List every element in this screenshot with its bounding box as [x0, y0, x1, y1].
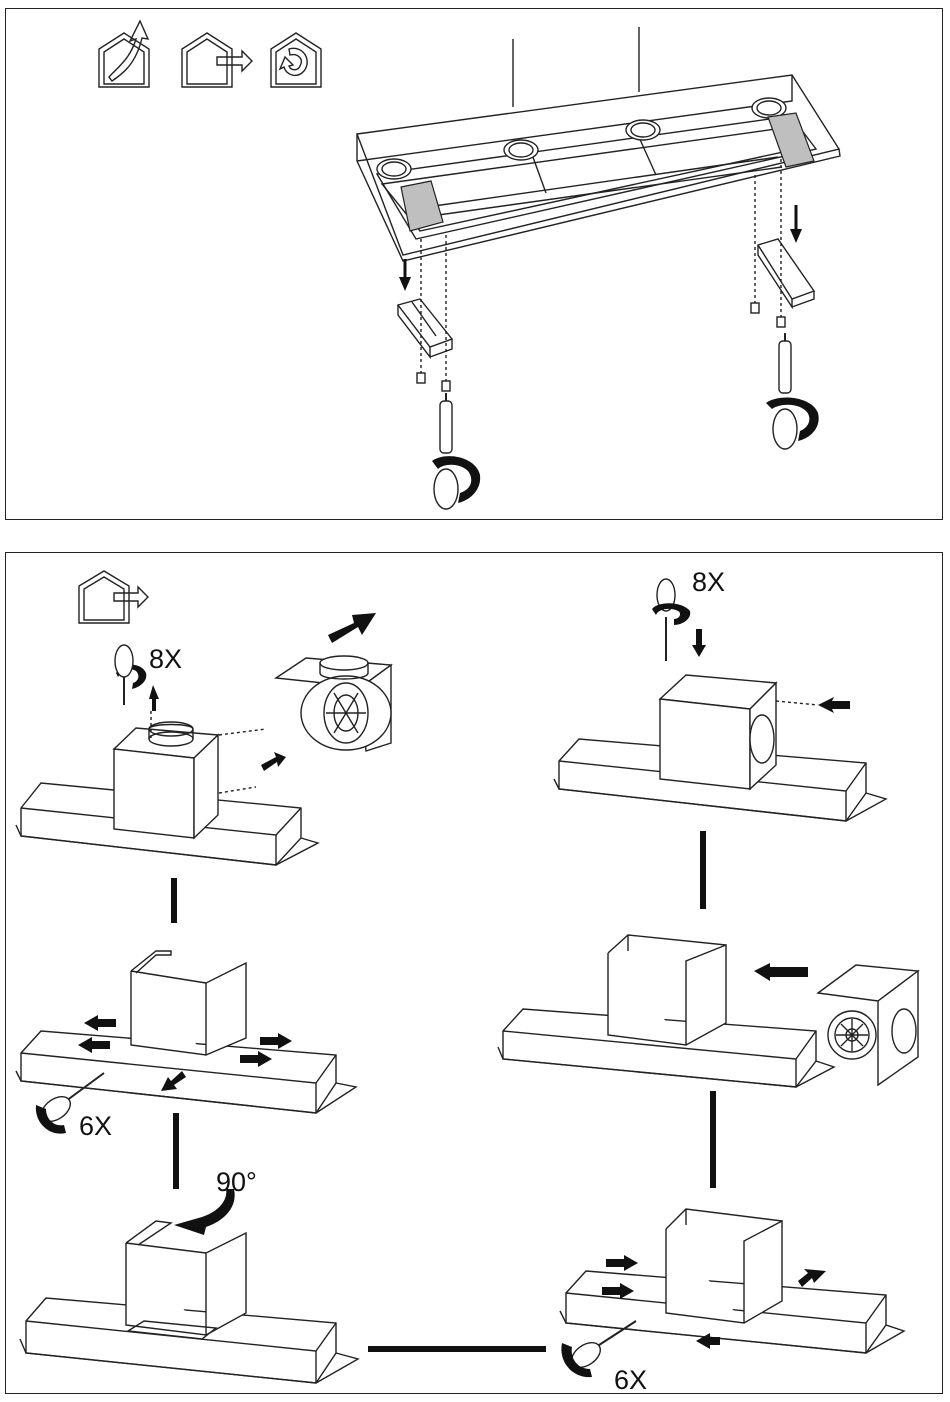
step2-hood-open-box: [16, 951, 356, 1134]
hood-ceiling-mount-diagram: [6, 9, 944, 521]
rotation-angle-label: 90°: [216, 1169, 257, 1196]
motor-installation-diagram: [6, 553, 944, 1395]
bottom-instruction-panel: 8X 6X 90° 6X 8X: [5, 552, 943, 1394]
house-exhaust-icon: [99, 21, 149, 87]
left-mounting-bracket: [398, 235, 452, 391]
step3-hood-rotate-box: [20, 1189, 358, 1383]
step5-insert-motor: [498, 935, 834, 1087]
house-recirculation-icon: [271, 33, 321, 87]
screw-count-label: 6X: [614, 1367, 647, 1394]
screwdriver-icon: [766, 333, 819, 449]
right-mounting-bracket: [751, 159, 814, 327]
house-outlet-icon: [79, 571, 148, 623]
screwdriver-icon: [432, 393, 480, 509]
step4-hood-fix-box: [560, 1209, 904, 1377]
step1-hood-with-box: [16, 645, 318, 865]
screw-count-label: 6X: [79, 1113, 112, 1140]
screw-count-label: 8X: [692, 569, 725, 596]
screw-count-label: 8X: [149, 646, 182, 673]
step6-hood-fix-motor-box: [554, 579, 886, 821]
house-outlet-icon: [182, 33, 252, 87]
motor-fan-unit: [276, 613, 391, 751]
top-instruction-panel: [5, 8, 943, 520]
hood-body: [357, 75, 840, 261]
